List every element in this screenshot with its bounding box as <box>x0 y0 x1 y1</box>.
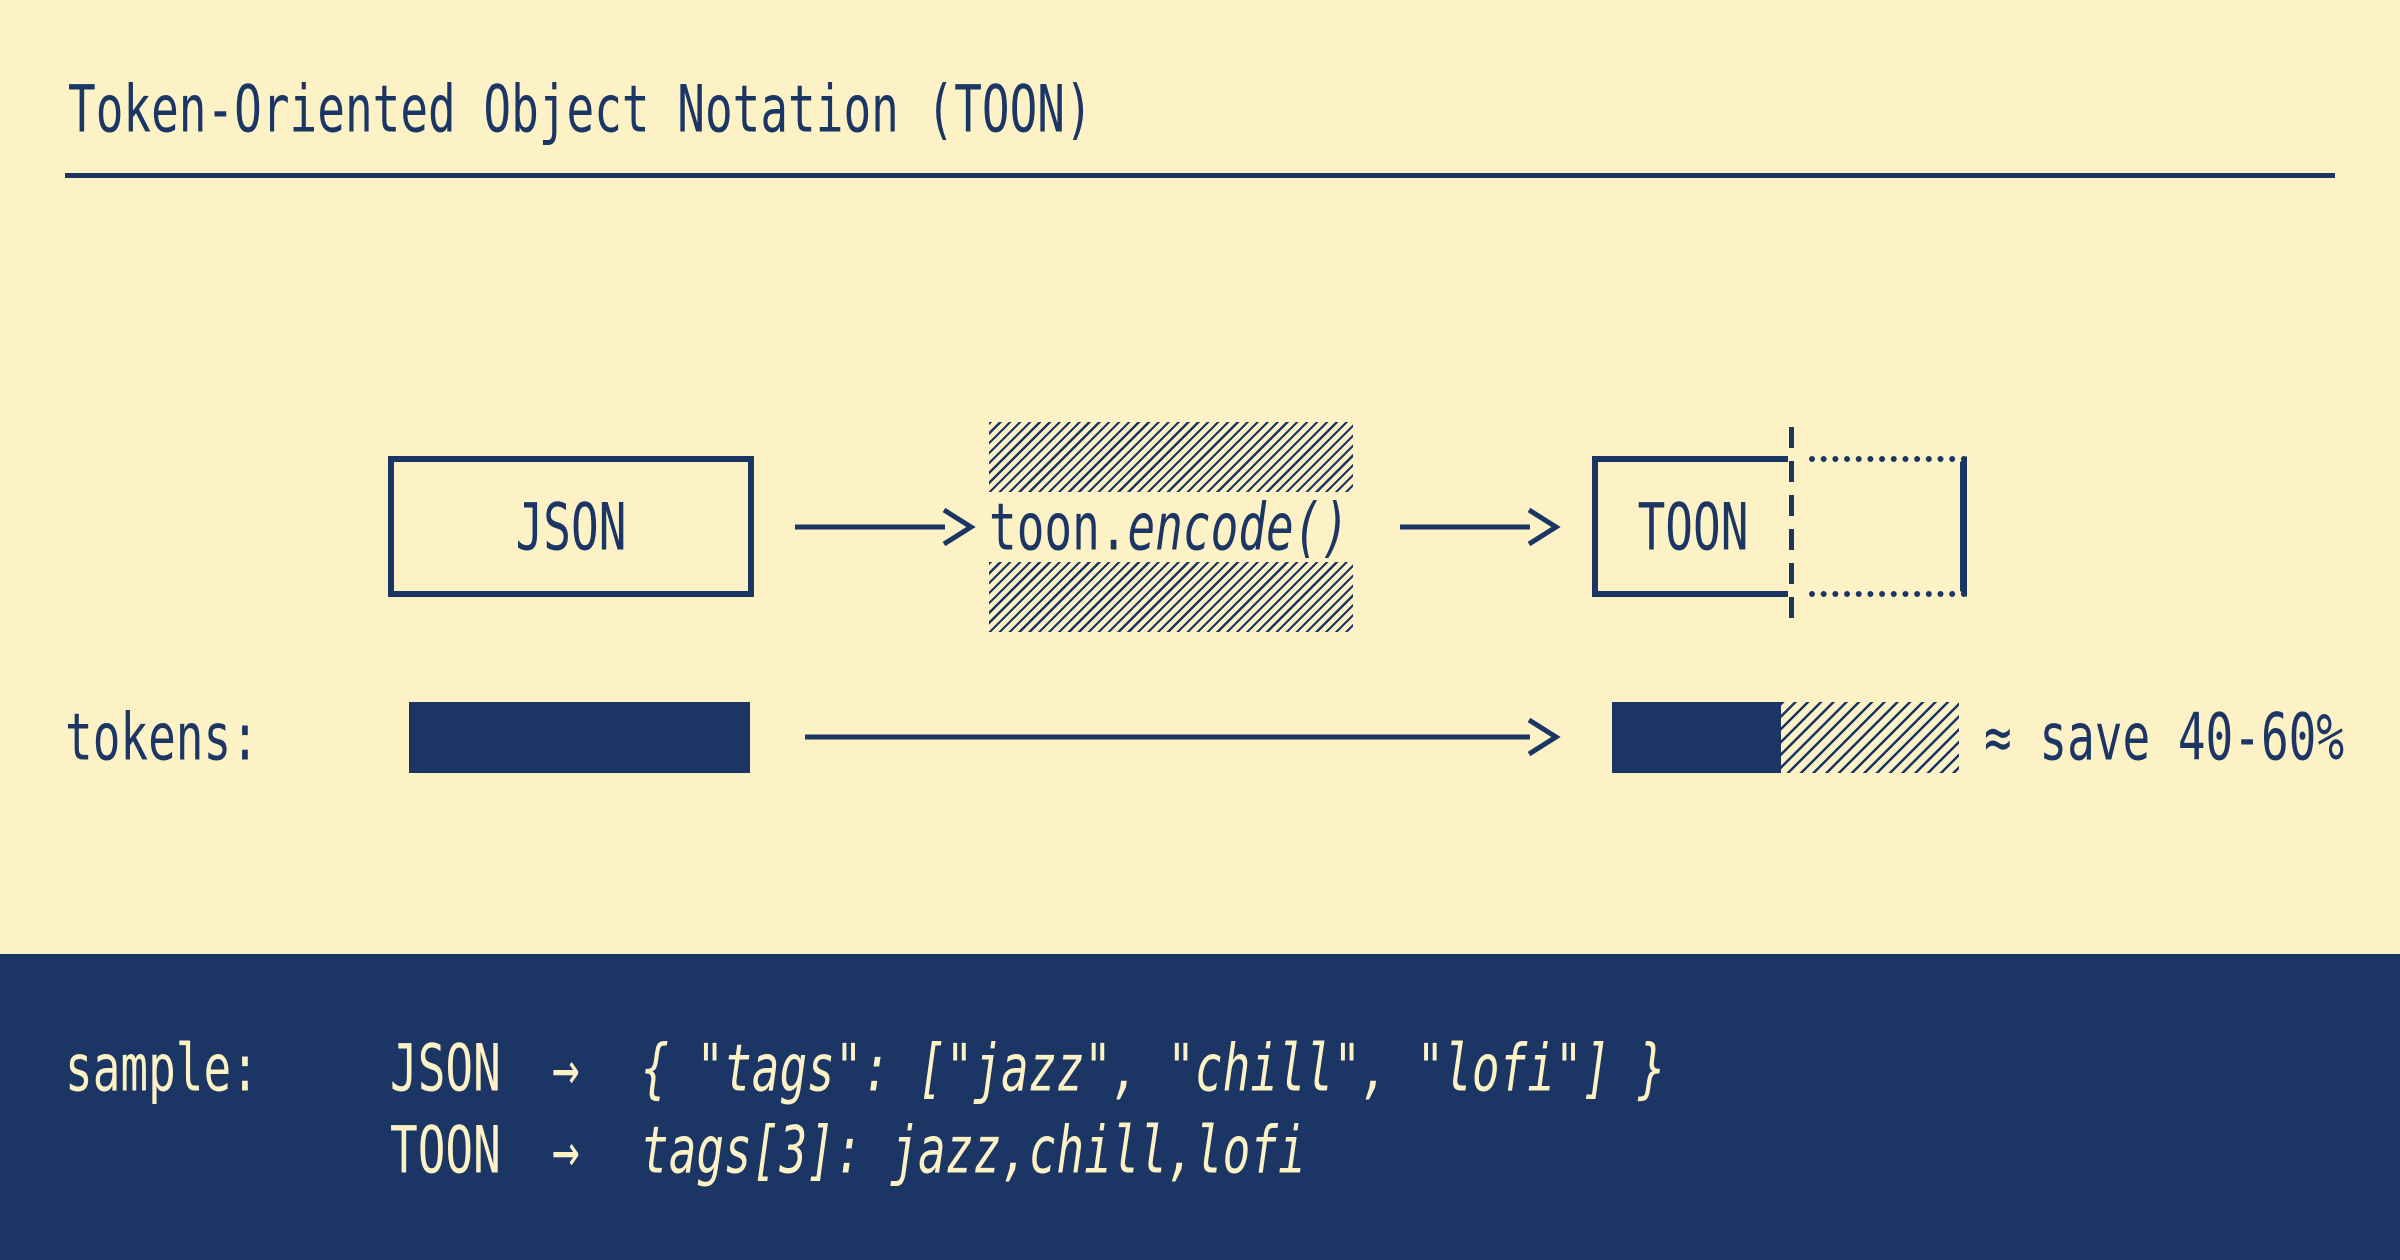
sample-row-code-text: { "tags": ["jazz", "chill", "lofi"] } <box>641 1029 1666 1107</box>
encode-call: toon.encode() <box>989 492 1359 562</box>
flow-arrow-encode-to-toon-icon <box>1400 507 1561 547</box>
toon-saved-ghost-box <box>1809 456 1967 597</box>
sample-row-code: { "tags": ["jazz", "chill", "lofi"] } <box>641 1032 1666 1104</box>
json-input-box: JSON <box>388 456 754 597</box>
sample-label: sample: <box>65 1032 259 1104</box>
sample-row-format-text: TOON <box>390 1111 501 1189</box>
encode-call-italic: encode() <box>1127 488 1350 566</box>
sample-row-format-text: JSON <box>390 1029 501 1107</box>
title-divider <box>65 173 2335 178</box>
toon-cut-line <box>1789 427 1794 629</box>
toon-output-box: TOON <box>1592 456 1788 597</box>
json-token-bar <box>409 702 750 773</box>
savings-label-text: ≈ save 40-60% <box>1984 698 2345 776</box>
savings-label: ≈ save 40-60% <box>1984 701 2344 773</box>
encode-hatch-bottom <box>989 562 1353 632</box>
toon-token-bar <box>1612 702 1781 773</box>
sample-row-toon: TOON → tags[3]: jazz,chill,lofi <box>0 1114 2400 1186</box>
arrow-right-icon: → <box>552 1032 580 1104</box>
tokens-arrow-icon <box>805 717 1561 757</box>
flow-arrow-json-to-encode-icon <box>795 507 976 547</box>
sample-label-text: sample: <box>65 1029 259 1107</box>
tokens-row-label-text: tokens: <box>65 698 259 776</box>
sample-row-format: TOON <box>390 1114 501 1186</box>
encode-hatch-top <box>989 422 1353 492</box>
arrow-right-icon: → <box>552 1114 580 1186</box>
toon-output-label: TOON <box>1637 488 1749 565</box>
sample-row-code-text: tags[3]: jazz,chill,lofi <box>641 1111 1306 1189</box>
saved-token-bar-hatch <box>1781 702 1959 773</box>
tokens-row-label: tokens: <box>65 701 259 773</box>
sample-row-json: JSON → { "tags": ["jazz", "chill", "lofi… <box>0 1032 2400 1104</box>
sample-footer-band: sample: JSON → { "tags": ["jazz", "chill… <box>0 954 2400 1260</box>
arrow-right-glyph: → <box>552 1111 580 1189</box>
encode-call-plain: toon. <box>989 488 1128 566</box>
json-input-label: JSON <box>515 488 627 565</box>
encode-call-text: toon.encode() <box>989 494 1349 559</box>
sample-row-code: tags[3]: jazz,chill,lofi <box>641 1114 1306 1186</box>
sample-row-format: JSON <box>390 1032 501 1104</box>
page-title: Token-Oriented Object Notation (TOON) <box>68 70 1093 148</box>
page-title-text: Token-Oriented Object Notation (TOON) <box>68 70 1093 148</box>
arrow-right-glyph: → <box>552 1029 580 1107</box>
